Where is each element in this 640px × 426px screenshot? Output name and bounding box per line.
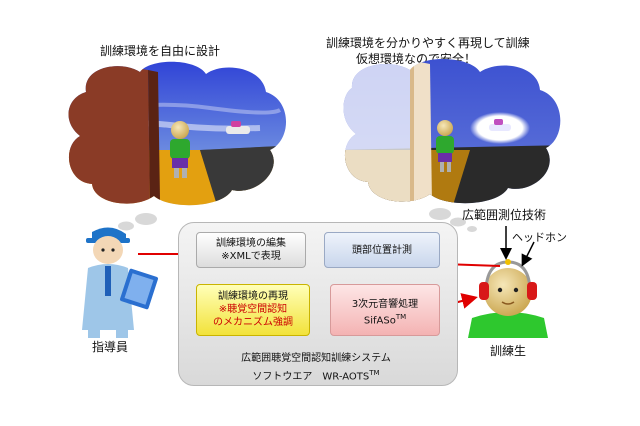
right-cloud-title-line1: 訓練環境を分かりやすく再現して訓練	[326, 36, 530, 50]
trainee-figure	[468, 259, 548, 338]
right-car-icon	[489, 119, 511, 131]
label-wide-tracking: 広範囲測位技術	[462, 208, 547, 222]
box-3d-audio: 3次元音響処理 SifASoTM	[330, 284, 440, 336]
audio-title: 3次元音響処理	[351, 299, 419, 310]
audio-product-name: SifASo	[363, 315, 396, 327]
left-scene	[68, 61, 287, 206]
edit-note: ※XMLで表現	[221, 251, 281, 262]
right-earphone-icon	[527, 282, 537, 300]
arrow-headphone-label	[521, 241, 535, 267]
instructor-figure	[82, 227, 158, 338]
system-name-line2: ソフトウエア WR-AOTSTM	[206, 366, 426, 384]
audio-product: SifASoTM	[331, 311, 439, 327]
edit-title: 訓練環境の編集	[216, 238, 286, 249]
repro-note-line1: ※聴覚空間認知	[218, 304, 288, 315]
repro-title: 訓練環境の再現	[218, 291, 288, 302]
left-walker-figure	[170, 121, 190, 178]
box-head-tracking: 頭部位置計測	[324, 232, 440, 268]
box-environment-reproduction: 訓練環境の再現 ※聴覚空間認知 のメカニズム強調	[196, 284, 310, 336]
tracking-sensor-icon	[505, 259, 511, 265]
system-name-line1: 広範囲聴覚空間認知訓練システム	[241, 353, 391, 364]
label-pointer-arrows	[500, 226, 535, 267]
right-thought-bubbles	[429, 208, 477, 232]
left-car-icon	[226, 121, 250, 134]
system-software: ソフトウエア WR-AOTS	[252, 371, 370, 383]
system-tm: TM	[369, 369, 380, 377]
left-cloud-title: 訓練環境を自由に設計	[100, 44, 221, 58]
label-instructor: 指導員	[92, 340, 129, 354]
left-earphone-icon	[479, 282, 489, 300]
right-scene	[343, 58, 561, 204]
label-headphone: ヘッドホン	[512, 231, 567, 244]
head-tracking-title: 頭部位置計測	[352, 245, 412, 256]
system-name: 広範囲聴覚空間認知訓練システム ソフトウエア WR-AOTSTM	[206, 352, 426, 384]
label-trainee: 訓練生	[490, 344, 527, 358]
audio-tm: TM	[395, 313, 407, 321]
repro-note-line2: のメカニズム強調	[213, 317, 293, 328]
right-walker-figure	[436, 120, 454, 172]
box-environment-edit: 訓練環境の編集 ※XMLで表現	[196, 232, 306, 268]
